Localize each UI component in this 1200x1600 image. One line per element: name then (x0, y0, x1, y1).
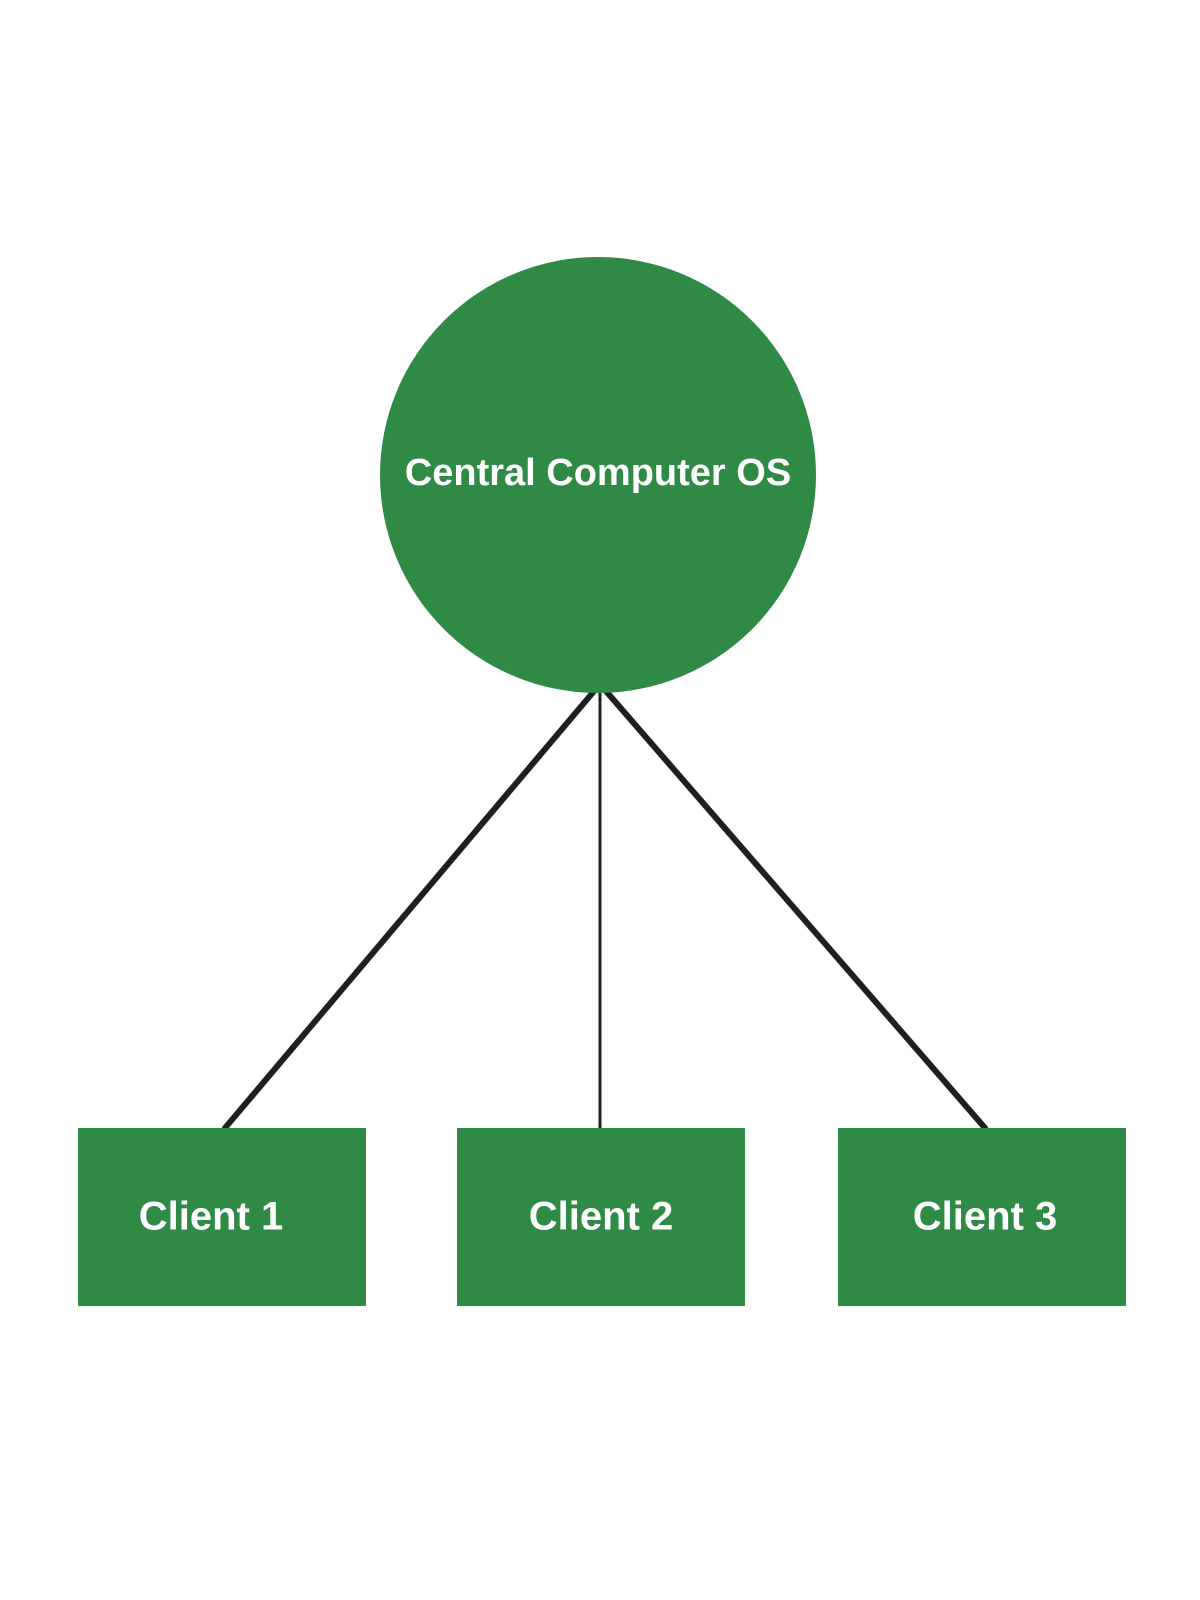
client-2-label: Client 2 (529, 1195, 673, 1239)
client-3-box (838, 1128, 1126, 1306)
client-3-label: Client 3 (913, 1195, 1057, 1239)
connector-client-3 (602, 687, 988, 1131)
client-1-box (78, 1128, 366, 1306)
client-1-label: Client 1 (139, 1195, 283, 1239)
connector-client-1 (222, 687, 598, 1131)
central-computer-label: Central Computer OS (405, 452, 791, 494)
client-2-box (457, 1128, 745, 1306)
central-computer-node (380, 257, 816, 693)
